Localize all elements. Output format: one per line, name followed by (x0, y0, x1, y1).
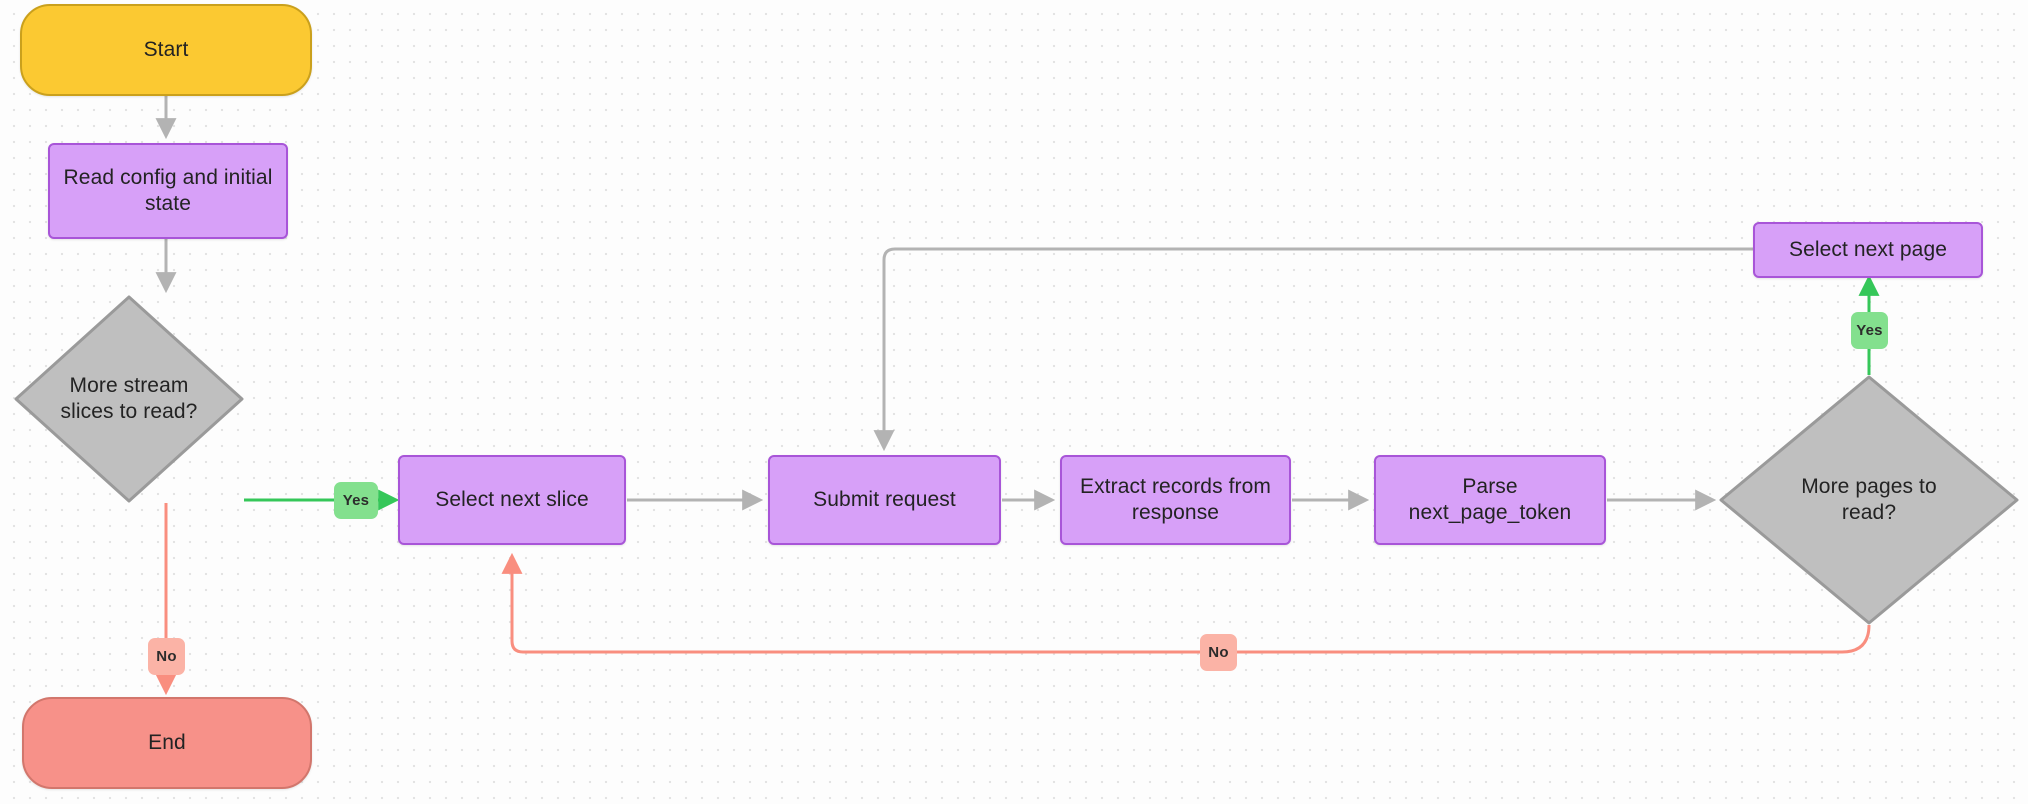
node-parse-next-page-token-line1: Parse (1462, 475, 1518, 499)
node-submit-request-label: Submit request (813, 488, 956, 512)
node-start[interactable]: Start (20, 4, 312, 96)
node-extract-records[interactable]: Extract records from response (1060, 455, 1291, 545)
node-submit-request[interactable]: Submit request (768, 455, 1001, 545)
node-parse-next-page-token-line2: next_page_token (1408, 501, 1572, 524)
edge-label-more-slices-yes[interactable]: Yes (334, 482, 378, 519)
node-more-stream-slices-line2: slices to read? (60, 400, 198, 423)
edge-label-more-pages-no-text: No (1208, 644, 1229, 661)
edge-label-more-pages-yes-text: Yes (1856, 322, 1883, 339)
node-more-pages-line1: More pages to (1801, 475, 1937, 499)
edge-label-more-pages-no[interactable]: No (1200, 634, 1237, 671)
node-extract-records-line2: response (1131, 501, 1220, 524)
node-end[interactable]: End (22, 697, 312, 789)
node-more-pages-line2: read? (1841, 501, 1897, 524)
node-read-config[interactable]: Read config and initial state (48, 143, 288, 239)
node-extract-records-line1: Extract records from (1079, 475, 1272, 499)
node-read-config-line2: state (144, 192, 192, 215)
edge-select-page-to-submit-loop (873, 247, 1753, 452)
edge-label-more-slices-no[interactable]: No (148, 638, 185, 675)
node-select-next-slice[interactable]: Select next slice (398, 455, 626, 545)
node-select-next-page-label: Select next page (1788, 238, 1948, 262)
node-extract-records-label: Extract records from response (1080, 474, 1271, 525)
node-select-next-page[interactable]: Select next page (1753, 222, 1983, 278)
node-read-config-label: Read config and initial state (64, 165, 273, 216)
edge-label-more-pages-yes[interactable]: Yes (1851, 312, 1888, 349)
node-more-pages[interactable]: More pages to read? (1721, 377, 2017, 623)
node-end-label: End (148, 731, 186, 755)
node-more-stream-slices-label: More stream slices to read? (41, 373, 217, 424)
node-start-label: Start (143, 38, 189, 62)
node-parse-next-page-token[interactable]: Parse next_page_token (1374, 455, 1606, 545)
node-select-next-slice-label: Select next slice (435, 488, 589, 512)
edge-more-pages-no-loop (501, 552, 1871, 654)
edge-label-more-slices-no-text: No (156, 648, 177, 665)
node-more-stream-slices-line1: More stream (69, 374, 189, 398)
node-read-config-line1: Read config and initial (63, 166, 273, 190)
node-more-stream-slices[interactable]: More stream slices to read? (16, 297, 242, 501)
edge-label-more-slices-yes-text: Yes (342, 492, 370, 509)
node-parse-next-page-token-label: Parse next_page_token (1409, 474, 1572, 525)
node-more-pages-label: More pages to read? (1754, 474, 1985, 525)
